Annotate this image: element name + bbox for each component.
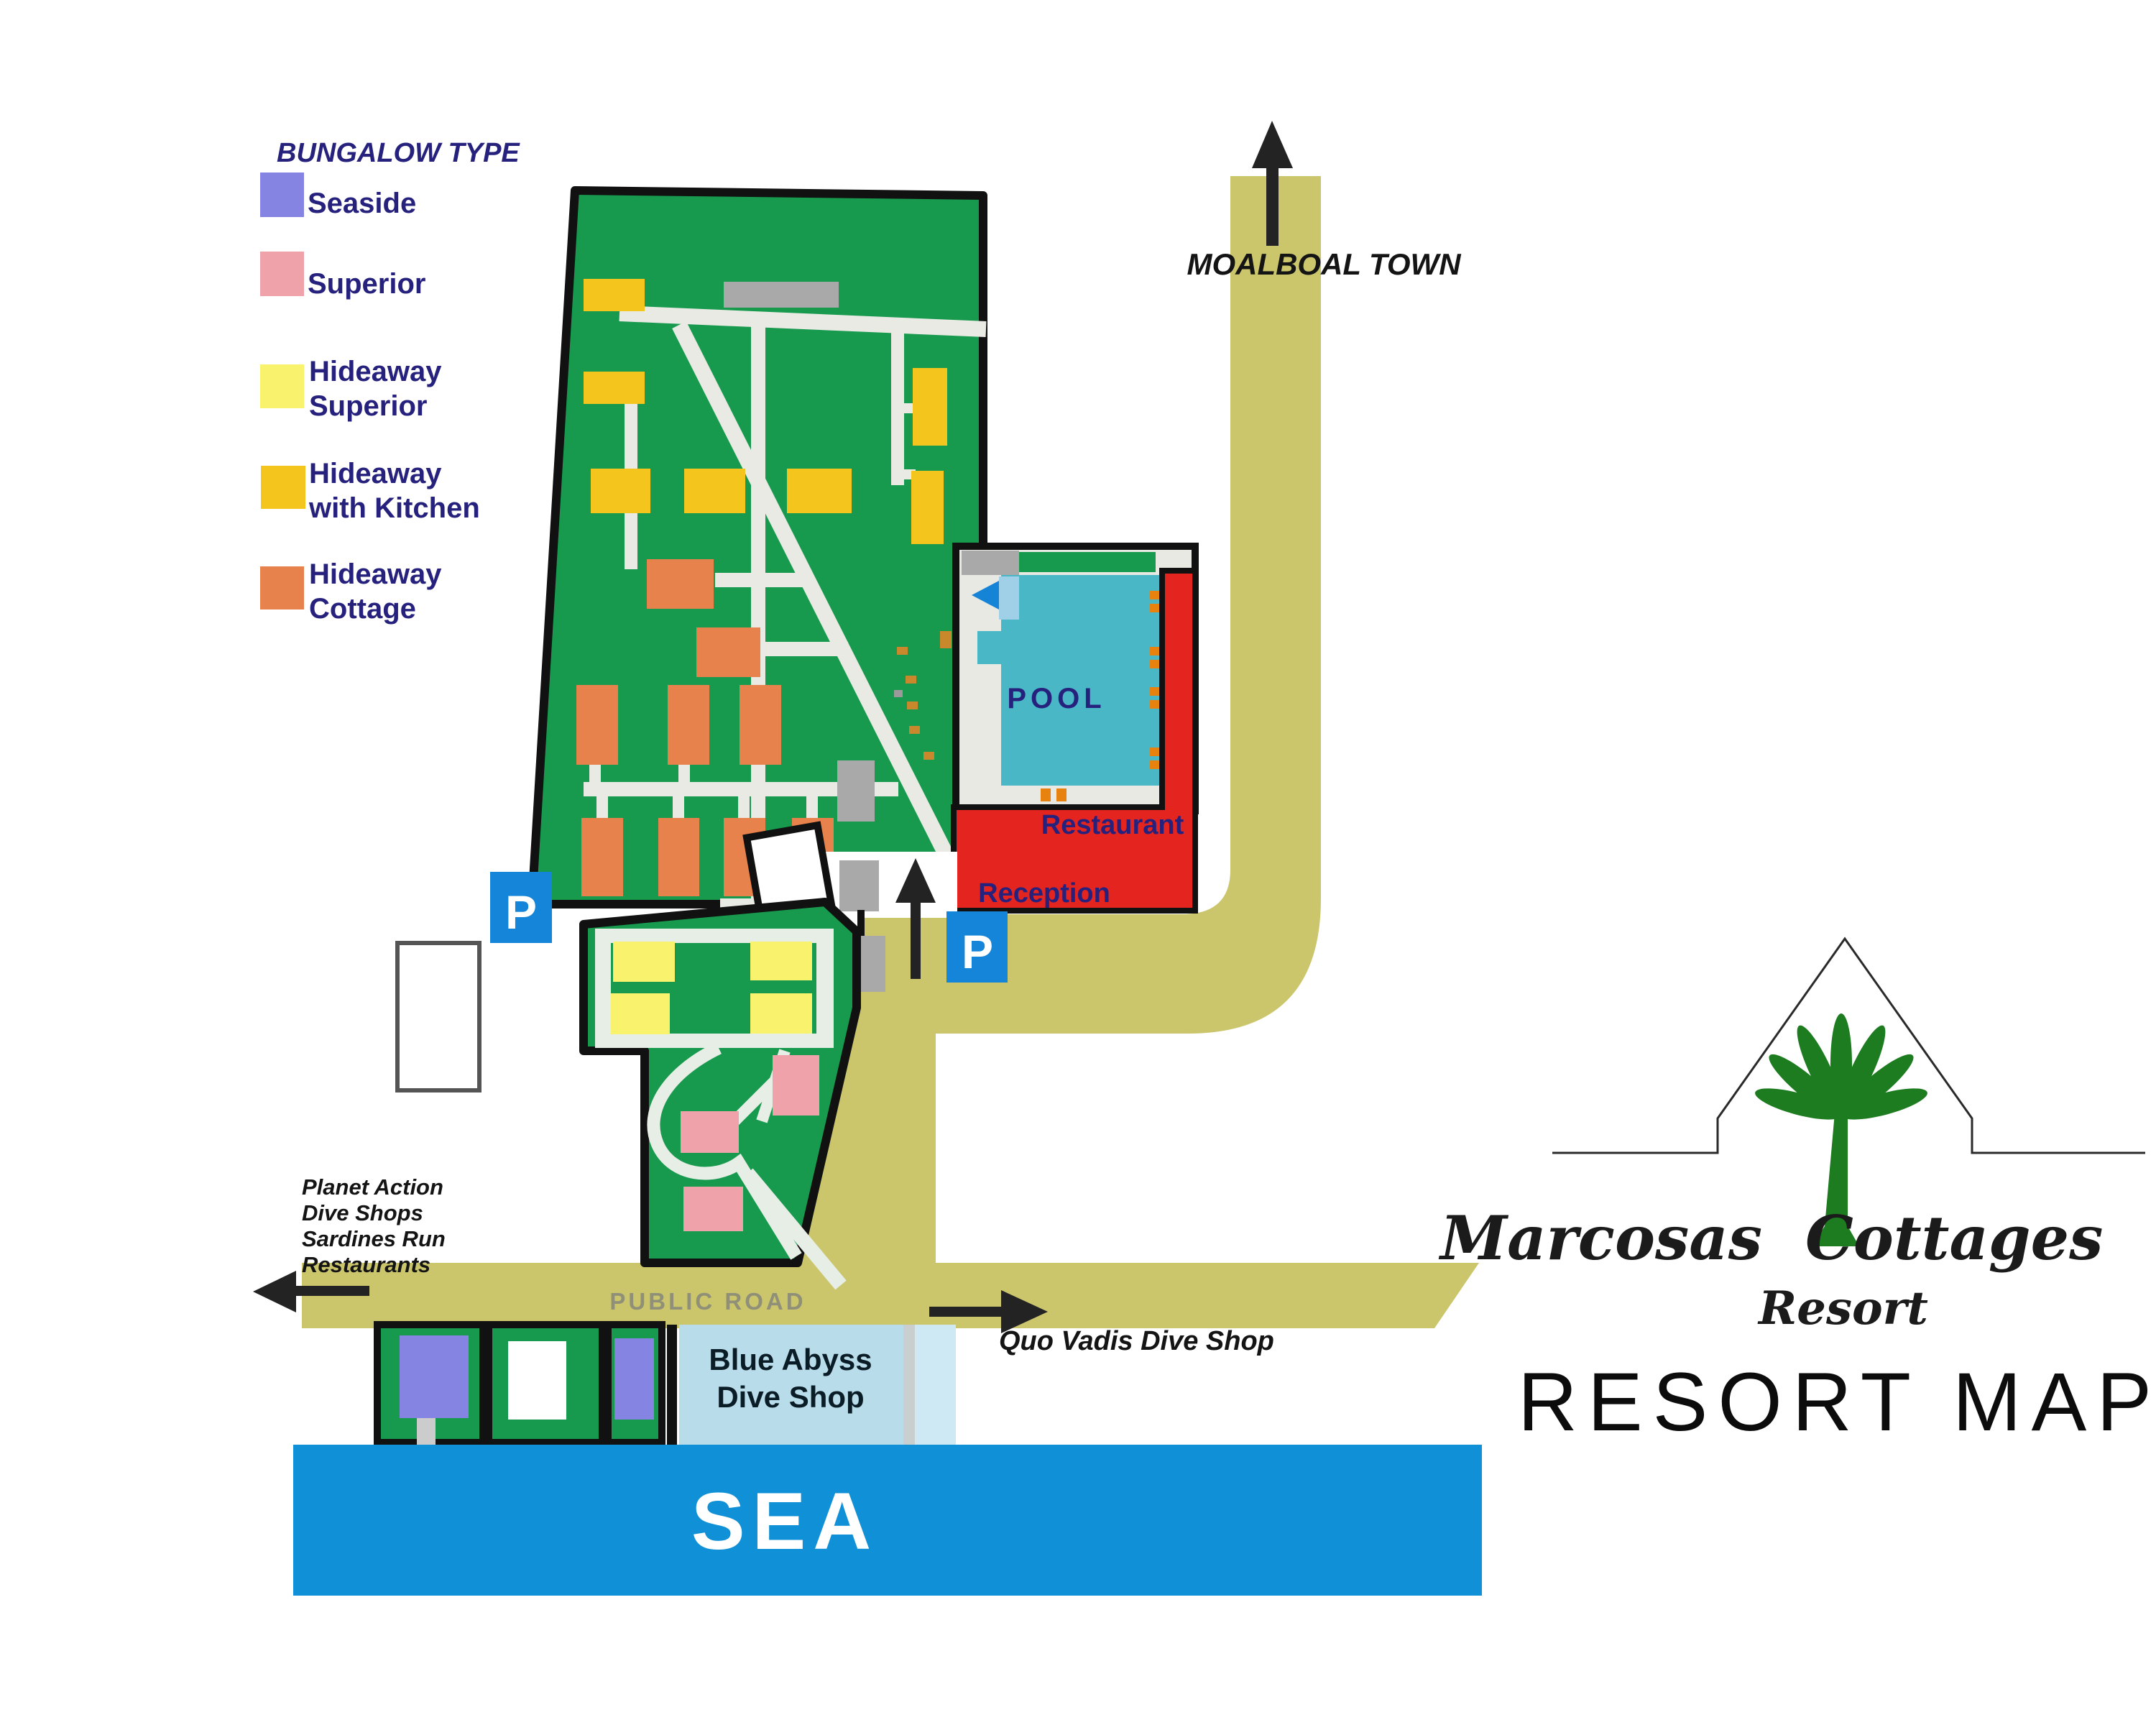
west-destinations: Planet Action Dive Shops Sardines Run Re… xyxy=(253,1174,446,1312)
palm-tree-icon xyxy=(1755,1013,1927,1246)
svg-text:Cottage: Cottage xyxy=(309,593,416,625)
hideaway-superior-bungalows xyxy=(611,942,812,1034)
svg-text:Superior: Superior xyxy=(309,390,427,422)
pool xyxy=(1001,575,1163,786)
moalboal-arrow xyxy=(1252,121,1293,246)
sea-label: SEA xyxy=(691,1476,878,1566)
restaurant-label: Restaurant xyxy=(1041,810,1184,840)
svg-text:Superior: Superior xyxy=(308,268,425,300)
svg-text:Planet Action: Planet Action xyxy=(302,1174,443,1200)
hideaway-kitchen-swatch xyxy=(261,466,305,509)
connector-road xyxy=(799,992,936,1272)
reception-label: Reception xyxy=(978,878,1110,908)
svg-text:Hideaway: Hideaway xyxy=(309,558,442,590)
blue-abyss-label-1: Blue Abyss xyxy=(709,1343,872,1376)
svg-text:P: P xyxy=(962,925,993,978)
legend-item-hideaway-kitchen: Hideaway with Kitchen xyxy=(261,458,480,524)
service-building-mid xyxy=(837,760,875,822)
pool-block: POOL xyxy=(952,543,1199,814)
blue-abyss-label-2: Dive Shop xyxy=(717,1380,864,1414)
parking-sign-west: P xyxy=(490,872,552,943)
svg-text:Seaside: Seaside xyxy=(308,188,416,219)
legend-item-hideaway-cottage: Hideaway Cottage xyxy=(260,558,442,625)
legend-item-superior: Superior xyxy=(260,252,425,300)
superior-swatch xyxy=(260,252,304,296)
svg-text:Sardines Run: Sardines Run xyxy=(302,1226,446,1251)
entrance-arrow-icon xyxy=(911,900,921,979)
legend-item-seaside: Seaside xyxy=(260,172,416,219)
pool-label: POOL xyxy=(1007,683,1105,714)
map-title: RESORT MAP xyxy=(1518,1356,2156,1448)
hideaway-superior-swatch xyxy=(260,364,304,408)
public-road xyxy=(302,1263,1479,1328)
svg-text:Hideaway: Hideaway xyxy=(309,356,442,387)
legend: BUNGALOW TYPE Seaside Superior Hideaway … xyxy=(260,138,520,625)
legend-title: BUNGALOW TYPE xyxy=(277,138,520,168)
shore-buildings: Blue Abyss Dive Shop xyxy=(374,1321,956,1446)
road-network xyxy=(302,176,1479,1328)
logo-subtitle: Resort xyxy=(1757,1282,1928,1335)
logo-name-left: Marcosas xyxy=(1438,1202,1762,1274)
moalboal-label: MOALBOAL TOWN xyxy=(1187,247,1462,281)
pool-shed xyxy=(962,551,1019,575)
svg-text:Hideaway: Hideaway xyxy=(309,458,442,489)
public-road-label: PUBLIC ROAD xyxy=(609,1288,806,1315)
vacant-lot-outline xyxy=(395,941,482,1092)
hideaway-kitchen-bungalows xyxy=(584,279,947,544)
pool-steps xyxy=(977,631,1003,664)
gate-building-1 xyxy=(839,860,879,911)
sea-area xyxy=(293,1445,1482,1596)
parking-sign-entrance: P xyxy=(946,911,1008,983)
pool-slide-icon xyxy=(972,581,999,610)
quo-vadis-label: Quo Vadis Dive Shop xyxy=(999,1326,1274,1356)
resort-logo: Marcosas Cottages Resort RESORT MAP xyxy=(1438,937,2156,1448)
superior-bungalows xyxy=(681,1055,819,1231)
hideaway-cottage-swatch xyxy=(260,566,304,610)
svg-text:Restaurants: Restaurants xyxy=(302,1252,430,1277)
moalboal-road xyxy=(859,176,1321,1034)
svg-text:with Kitchen: with Kitchen xyxy=(308,492,480,524)
quo-vadis: Quo Vadis Dive Shop xyxy=(929,1290,1274,1356)
svg-text:Dive Shops: Dive Shops xyxy=(302,1200,423,1225)
garden-marks xyxy=(894,631,952,760)
house-outline-icon xyxy=(1552,937,2145,1154)
seaside-swatch xyxy=(260,172,304,217)
logo-name-right: Cottages xyxy=(1805,1202,2103,1274)
svg-text:P: P xyxy=(505,886,537,939)
east-arrow-icon xyxy=(929,1307,1003,1317)
service-building-top xyxy=(724,282,839,308)
west-arrow-icon xyxy=(293,1286,369,1296)
legend-item-hideaway-superior: Hideaway Superior xyxy=(260,356,442,422)
